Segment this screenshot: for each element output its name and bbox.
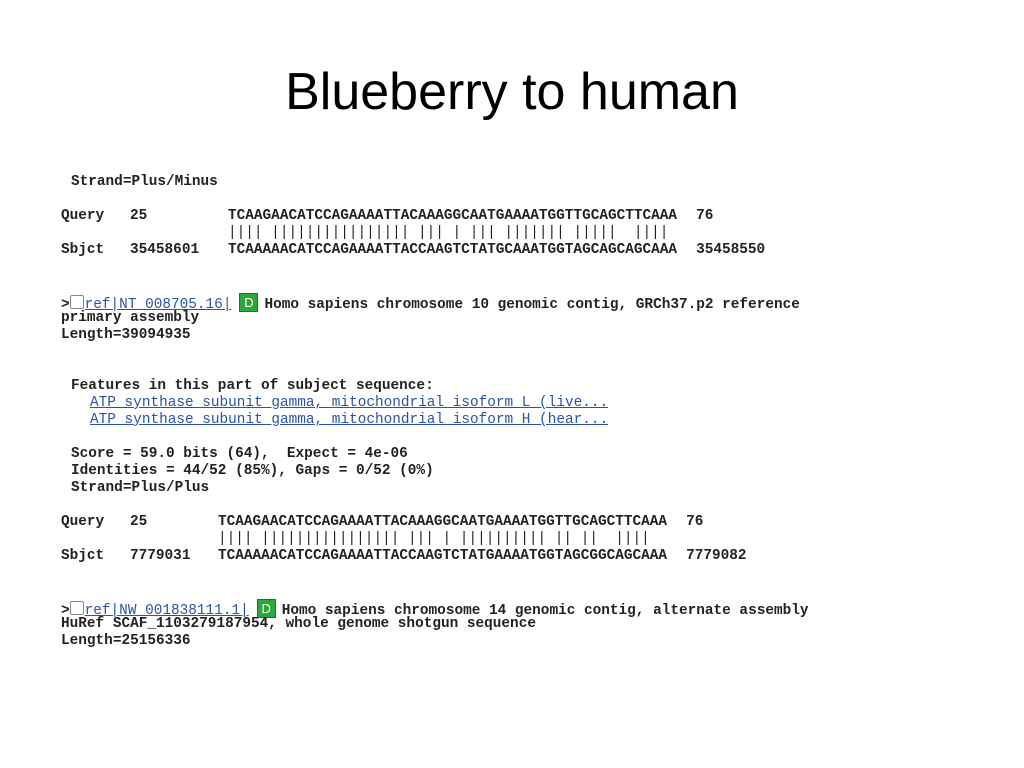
query-start: 25 — [130, 514, 148, 530]
ref-link[interactable]: ref|NW_001838111.1| — [84, 603, 249, 619]
query-end: 76 — [686, 514, 704, 530]
slide-title: Blueberry to human — [285, 63, 739, 121]
hit-length: Length=39094935 — [61, 327, 191, 343]
sbjct-sequence: TCAAAAACATCCAGAAAATTACCAAGTCTATGAAAATGGT… — [218, 548, 668, 564]
strand-line: Strand=Plus/Plus — [71, 480, 210, 496]
sbjct-end: 7779082 — [686, 548, 747, 564]
hit-description-cont: primary assembly — [61, 310, 200, 326]
query-end: 76 — [696, 208, 714, 224]
sbjct-start: 7779031 — [130, 548, 191, 564]
match-row: |||| |||||||||||||||| ||| | |||||||||| |… — [61, 531, 961, 548]
feature-link[interactable]: ATP synthase subunit gamma, mitochondria… — [90, 395, 609, 411]
hit-description: Homo sapiens chromosome 10 genomic conti… — [264, 297, 800, 313]
strand-line: Strand=Plus/Minus — [71, 174, 218, 190]
hit-header: > ref|NT_008705.16| D Homo sapiens chromoso… — [61, 293, 961, 313]
hit-prefix: > — [61, 297, 70, 313]
query-row: Query 25 TCAAGAACATCCAGAAAATTACAAAGGCAATGA… — [61, 514, 961, 531]
sbjct-label: Sbjct — [61, 242, 105, 258]
sbjct-end: 35458550 — [696, 242, 766, 258]
hit-prefix: > — [61, 603, 70, 619]
hit-length: Length=25156336 — [61, 633, 191, 649]
score-line: Score = 59.0 bits (64), Expect = 4e-06 — [71, 446, 408, 462]
match-row: |||| |||||||||||||||| ||| | ||| ||||||| … — [61, 225, 961, 242]
hit-description: Homo sapiens chromosome 14 genomic conti… — [281, 603, 809, 619]
download-badge-icon[interactable]: D — [239, 293, 259, 312]
query-start: 25 — [130, 208, 148, 224]
hit-description-cont: HuRef SCAF_1103279187954, whole genome s… — [61, 616, 536, 632]
features-header: Features in this part of subject sequenc… — [71, 378, 434, 394]
download-badge-icon[interactable]: D — [256, 599, 276, 618]
query-label: Query — [61, 514, 105, 530]
match-line: |||| |||||||||||||||| ||| | ||| ||||||| … — [228, 225, 669, 241]
sbjct-sequence: TCAAAAACATCCAGAAAATTACCAAGTCTATGCAAATGGT… — [228, 242, 678, 258]
identities-line: Identities = 44/52 (85%), Gaps = 0/52 (0… — [71, 463, 434, 479]
sbjct-label: Sbjct — [61, 548, 105, 564]
ref-link[interactable]: ref|NT_008705.16| — [84, 297, 232, 313]
hit-header: > ref|NW_001838111.1| D Homo sapiens chromo… — [61, 599, 961, 619]
query-row: Query 25 TCAAGAACATCCAGAAAATTACAAAGGCAATGA… — [61, 208, 961, 225]
sbjct-start: 35458601 — [130, 242, 200, 258]
query-sequence: TCAAGAACATCCAGAAAATTACAAAGGCAATGAAAATGGT… — [228, 208, 678, 224]
select-checkbox[interactable] — [69, 601, 84, 615]
select-checkbox[interactable] — [69, 295, 84, 309]
query-sequence: TCAAGAACATCCAGAAAATTACAAAGGCAATGAAAATGGT… — [218, 514, 668, 530]
match-line: |||| |||||||||||||||| ||| | |||||||||| |… — [218, 531, 650, 547]
feature-link[interactable]: ATP synthase subunit gamma, mitochondria… — [90, 412, 609, 428]
sbjct-row: Sbjct 35458601 TCAAAAACATCCAGAAAATTACCAAGT… — [61, 242, 961, 259]
query-label: Query — [61, 208, 105, 224]
sbjct-row: Sbjct 7779031 TCAAAAACATCCAGAAAATTACCAAGTC… — [61, 548, 961, 565]
